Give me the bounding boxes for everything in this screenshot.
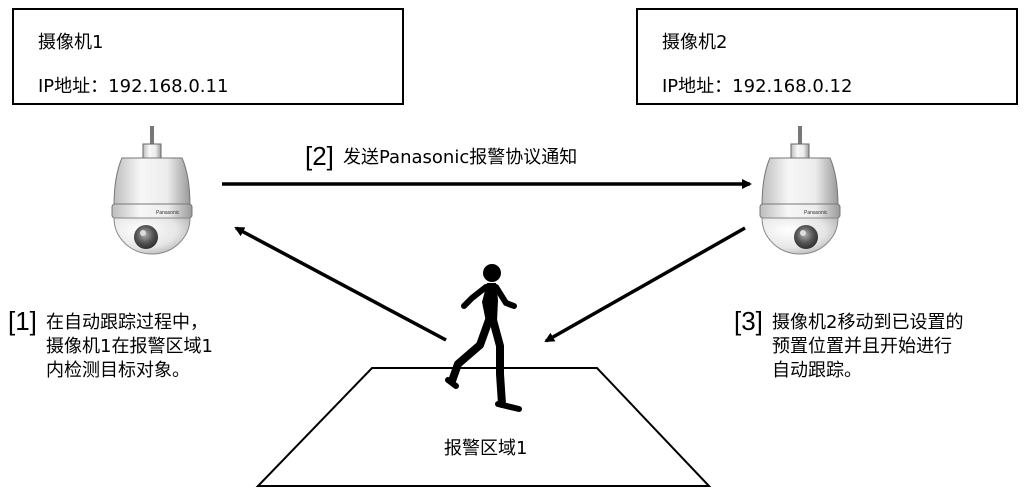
step-3-text: 摄像机2移动到已设置的 预置位置并且开始进行 自动跟踪。 bbox=[772, 311, 963, 383]
step-3-camera2-tracking: [3] 摄像机2移动到已设置的 预置位置并且开始进行 自动跟踪。 bbox=[734, 306, 963, 383]
alarm-zone-label: 报警区域1 bbox=[444, 438, 528, 459]
camera-1-name: 摄像机1 bbox=[38, 32, 104, 53]
running-person-icon bbox=[445, 264, 522, 412]
camera-1-ip-address: IP地址：192.168.0.11 bbox=[38, 76, 229, 97]
step-1-line-1: 在自动跟踪过程中， bbox=[46, 312, 209, 333]
step-1-line-3: 内检测目标对象。 bbox=[46, 360, 191, 381]
camera-1-brand: Panasonic bbox=[156, 210, 180, 216]
camera-2-ip-address: IP地址：192.168.0.12 bbox=[662, 76, 853, 97]
camera-2-brand: Panasonic bbox=[804, 210, 828, 216]
step-3-line-2: 预置位置并且开始进行 bbox=[772, 336, 953, 357]
step-1-text: 在自动跟踪过程中， 摄像机1在报警区域1 内检测目标对象。 bbox=[46, 311, 213, 383]
step-2-number: [2] bbox=[305, 141, 334, 171]
step-3-line-1: 摄像机2移动到已设置的 bbox=[772, 312, 964, 333]
alarm-zone-area bbox=[255, 367, 712, 487]
camera-1-icon: Panasonic bbox=[111, 126, 193, 255]
camera-1-info-box: 摄像机1 IP地址：192.168.0.11 bbox=[12, 8, 404, 105]
camera-2-icon: Panasonic bbox=[759, 126, 841, 255]
arrow-detection bbox=[234, 226, 447, 342]
step-1-number: [1] bbox=[8, 306, 37, 336]
step-3-line-3: 自动跟踪。 bbox=[772, 360, 863, 381]
step-2-line-1: 发送Panasonic报警协议通知 bbox=[343, 147, 578, 168]
step-1-detection: [1] 在自动跟踪过程中， 摄像机1在报警区域1 内检测目标对象。 bbox=[8, 306, 213, 383]
step-2-text: 发送Panasonic报警协议通知 bbox=[343, 146, 577, 170]
step-1-line-2: 摄像机1在报警区域1 bbox=[46, 336, 213, 357]
step-2-notification: [2] 发送Panasonic报警协议通知 bbox=[305, 141, 577, 172]
camera-2-name: 摄像机2 bbox=[662, 32, 728, 53]
camera-2-info-box: 摄像机2 IP地址：192.168.0.12 bbox=[636, 8, 1018, 105]
arrow-camera2-move bbox=[544, 226, 746, 343]
step-3-number: [3] bbox=[734, 306, 763, 336]
